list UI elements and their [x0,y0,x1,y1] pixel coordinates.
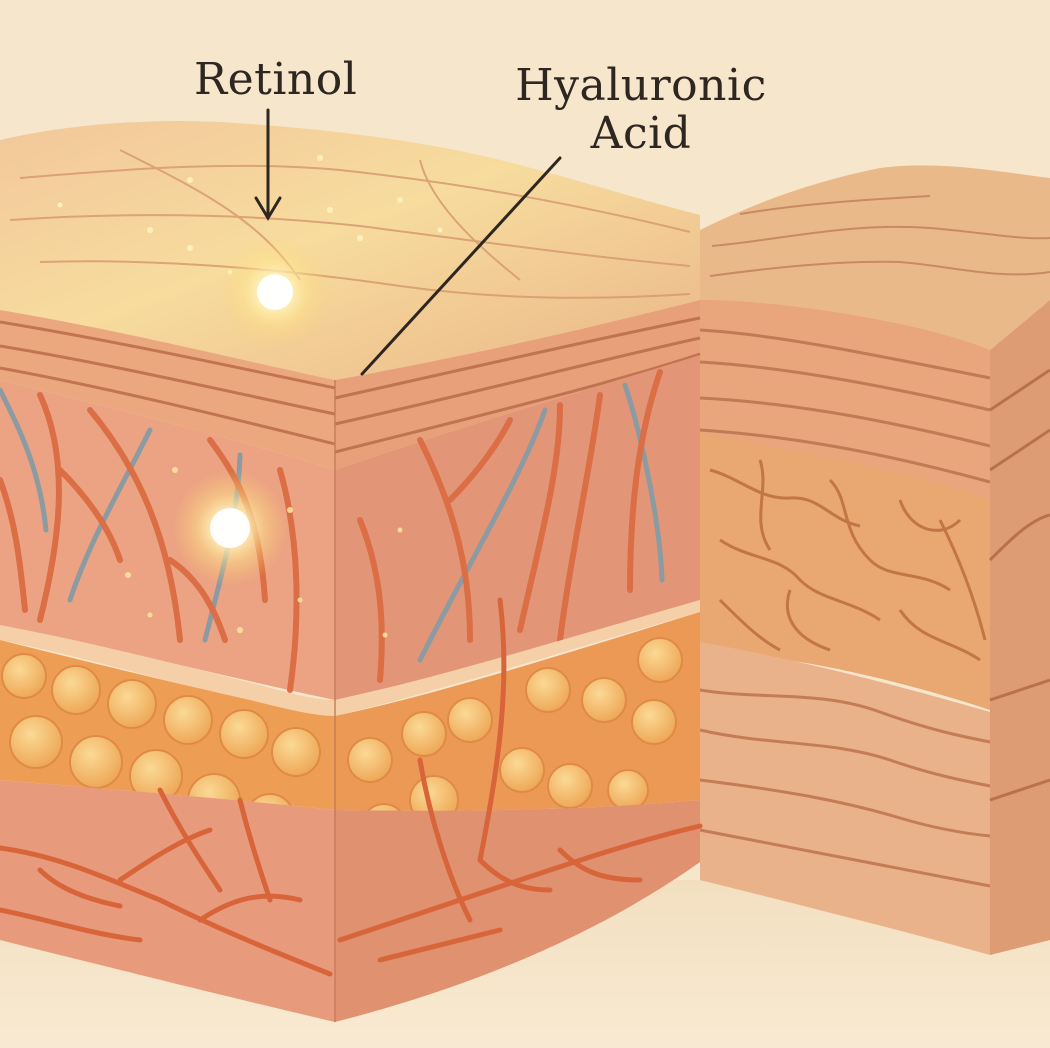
hyaluronic-label-line2: Acid [590,108,692,159]
retinol-glow [172,237,330,586]
hyaluronic-label-line1: Hyaluronic [515,60,767,111]
retinol-label: Retinol [194,54,358,105]
aged-skin-block [699,165,1050,955]
pointer-line-icon [360,156,562,376]
hyaluronic-acid-label: Hyaluronic Acid [510,62,772,158]
healthy-skin-block [0,120,703,1022]
arrow-down-icon [254,108,282,221]
